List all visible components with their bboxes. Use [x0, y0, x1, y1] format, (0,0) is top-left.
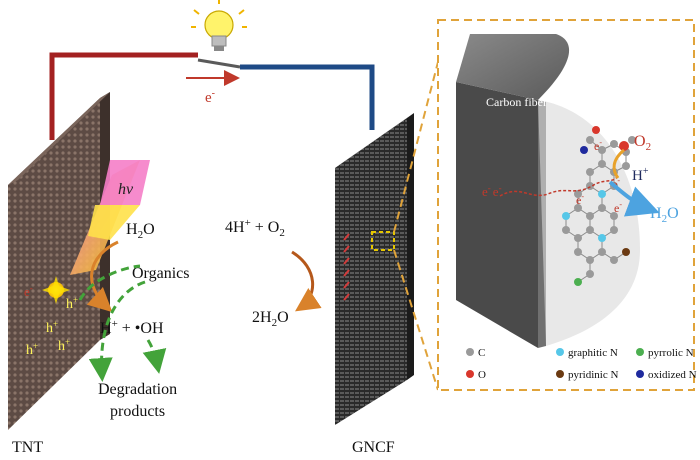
legend-swatch: [556, 370, 564, 378]
water-oxidation-arrow: [86, 240, 119, 313]
inset-electrons-left: e-e-: [482, 183, 502, 199]
degradation-label-2: products: [110, 403, 165, 420]
svg-text:h+: h+: [26, 341, 38, 358]
wire-left: [49, 52, 198, 140]
callout-line-bottom: [393, 249, 439, 391]
degradation-label-1: Degradation: [98, 381, 177, 398]
legend-label: C: [478, 347, 485, 359]
hole-organics-arrow: [78, 264, 141, 301]
svg-text:h+: h+: [66, 295, 78, 312]
legend-label: oxidized N: [648, 369, 697, 381]
electron-spark-icon: [42, 276, 70, 304]
legend-swatch: [636, 348, 644, 356]
legend-swatch: [466, 348, 474, 356]
wire-right: [240, 64, 375, 130]
hplus-oh-label: H+ + •OH: [100, 318, 164, 337]
legend-swatch: [466, 370, 474, 378]
legend-label: O: [478, 369, 486, 381]
legend-label: pyrrolic N: [648, 347, 694, 359]
reaction-bottom-label: 2H2O: [252, 309, 289, 329]
oh-degradation-arrow: [142, 339, 167, 374]
inset-electron-1: e-: [594, 138, 602, 153]
h2o-left-label: H2O: [126, 221, 155, 241]
gncf-label: GNCF: [352, 439, 395, 456]
oxygen-reduction-arrow: [291, 250, 322, 312]
wire-mid: [197, 58, 241, 69]
inset-electron-4: e-: [614, 200, 622, 215]
callout-line-top: [393, 61, 439, 233]
legend-label: graphitic N: [568, 347, 618, 359]
inset-h2o-label: H2O: [650, 205, 679, 225]
inset-hplus-label: H+: [632, 166, 649, 184]
lightbulb-icon: [191, 0, 247, 51]
holes: h+ h+ h+ h+: [26, 295, 78, 358]
carbon-fiber-label: Carbon fiber: [486, 95, 547, 109]
atoms: [562, 126, 636, 286]
o2-molecule-icon: [619, 141, 629, 151]
light-beam: [70, 160, 150, 275]
organics-label: Organics: [132, 265, 189, 282]
svg-text:h+: h+: [58, 337, 70, 354]
inset-h2o-arrow: [608, 180, 660, 217]
inset-electron-path: [499, 175, 619, 197]
gncf-zoom-box: [371, 231, 395, 251]
tnt-electron-label: e-: [24, 283, 33, 299]
hv-label: hv: [118, 181, 134, 198]
electron-flow-label: e-: [205, 88, 215, 106]
gncf-electrode: [335, 113, 414, 425]
legend-swatch: [556, 348, 564, 356]
svg-text:h+: h+: [46, 319, 58, 336]
legend-swatch: [636, 370, 644, 378]
reaction-top-label: 4H+ + O2: [225, 217, 285, 239]
organics-degradation-arrow: [88, 280, 146, 382]
inset-o2-label: O2: [634, 133, 651, 153]
tnt-label: TNT: [12, 439, 43, 456]
inset-o2-arrow: [612, 148, 625, 179]
legend-label: pyridinic N: [568, 369, 618, 381]
gncf-red-marks: [343, 233, 350, 301]
inset-electron-3: e-: [576, 192, 584, 207]
